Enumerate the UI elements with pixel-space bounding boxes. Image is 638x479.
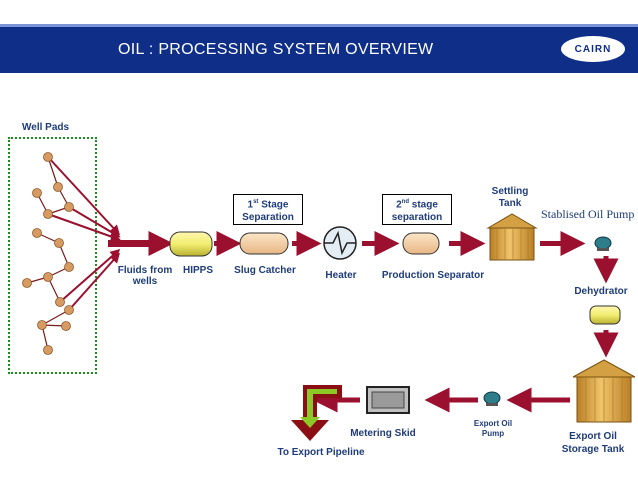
fluids-from-wells-line1: Fluids from	[117, 265, 173, 276]
export-oil-pump-icon	[483, 391, 501, 406]
export-pipeline-arrow-icon	[291, 385, 342, 441]
top-white-strip	[0, 0, 638, 24]
stabilised-oil-pump-icon	[594, 236, 612, 251]
slug-catcher-label: Slug Catcher	[234, 265, 296, 276]
second-stage-sup: nd	[401, 199, 409, 205]
heater-label: Heater	[325, 270, 357, 281]
to-export-pipeline-label: To Export Pipeline	[277, 447, 365, 458]
metering-skid-label: Metering Skid	[350, 428, 416, 439]
manifold-pipe	[108, 240, 158, 247]
second-stage-separation-box: 2nd stage separation	[382, 194, 452, 225]
settling-tank-line1: Settling	[491, 186, 529, 197]
page-title: OIL : PROCESSING SYSTEM OVERVIEW	[118, 41, 434, 58]
first-stage-line2: Separation	[242, 212, 294, 224]
fluids-from-wells-label: Fluids from wells	[112, 265, 178, 287]
well-feed-arrows	[47, 156, 121, 311]
second-stage-line2: separation	[391, 212, 443, 224]
slug-catcher-vessel	[239, 232, 289, 255]
first-stage-number: 1	[247, 199, 254, 211]
export-pump-line2: Pump	[481, 429, 505, 438]
well-pads-label: Well Pads	[22, 122, 70, 133]
export-storage-tank-icon	[572, 359, 636, 423]
first-stage-word: Stage	[258, 199, 289, 211]
first-stage-separation-box: 1st Stage Separation	[233, 194, 303, 225]
production-separator-vessel	[402, 232, 440, 255]
export-storage-line1: Export Oil	[569, 431, 617, 442]
fluids-from-wells-line2: wells	[132, 276, 158, 287]
heater-icon	[323, 226, 357, 260]
well-pads-region	[8, 137, 97, 374]
cairn-logo: CAIRN	[561, 36, 625, 62]
settling-tank-line2: Tank	[498, 198, 522, 209]
well-nodes	[22, 152, 74, 355]
stabilised-oil-pump-label: Stablised Oil Pump	[541, 207, 635, 221]
dehydrator-label: Dehydrator	[574, 286, 628, 297]
first-stage-sup: st	[253, 199, 259, 205]
settling-tank-label: Settling Tank	[484, 186, 536, 210]
settling-tank-icon	[486, 213, 538, 261]
export-oil-pump-label: Export Oil Pump	[468, 419, 518, 439]
second-stage-number: 2	[396, 199, 402, 211]
dehydrator-vessel	[589, 305, 621, 325]
logo-text: CAIRN	[574, 43, 612, 55]
metering-skid-icon	[366, 386, 410, 414]
export-storage-line2: Storage Tank	[561, 444, 625, 455]
second-stage-word: stage	[409, 199, 438, 211]
production-separator-label: Production Separator	[381, 270, 485, 281]
title-banner: OIL : PROCESSING SYSTEM OVERVIEW CAIRN	[0, 24, 638, 73]
hipps-vessel	[169, 231, 213, 257]
export-oil-storage-tank-label: Export Oil Storage Tank	[556, 430, 630, 456]
hipps-label: HIPPS	[182, 265, 213, 276]
export-pump-line1: Export Oil	[473, 419, 513, 428]
